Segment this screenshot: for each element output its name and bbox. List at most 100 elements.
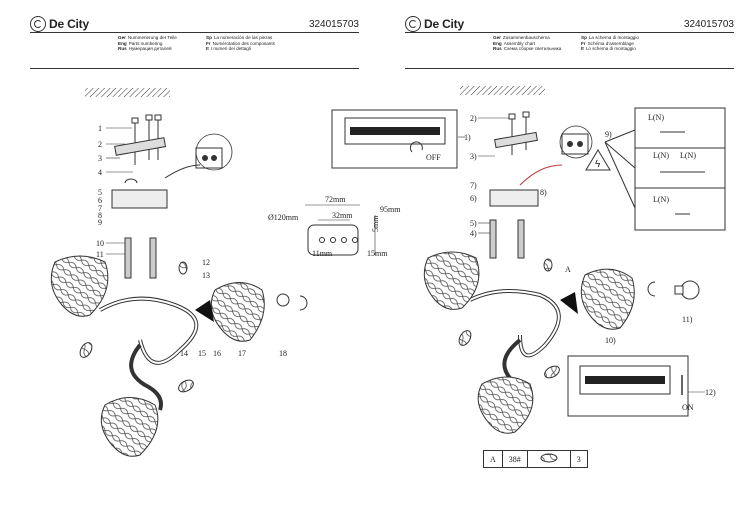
crystal-pendant bbox=[178, 379, 194, 393]
svg-text:6): 6) bbox=[470, 194, 477, 203]
rod-left bbox=[124, 237, 132, 279]
ring-nut bbox=[276, 293, 290, 307]
svg-text:L(N): L(N) bbox=[680, 151, 696, 160]
lamp-socket bbox=[195, 300, 214, 322]
table-cell-part: 38# bbox=[501, 450, 528, 468]
svg-text:2): 2) bbox=[470, 114, 477, 123]
leader-lines bbox=[106, 127, 133, 255]
svg-text:32mm: 32mm bbox=[332, 211, 353, 220]
accessory-table: A 38# 3 bbox=[483, 450, 588, 468]
svg-text:L(N): L(N) bbox=[648, 113, 664, 122]
ceiling-hatch bbox=[85, 88, 170, 97]
terminal-block bbox=[195, 133, 233, 171]
svg-text:16: 16 bbox=[213, 349, 221, 358]
brand-logo: De City bbox=[30, 16, 89, 32]
switch-detail-on: ON bbox=[567, 355, 694, 417]
svg-text:ϟ: ϟ bbox=[595, 159, 601, 170]
lamp-socket bbox=[560, 292, 578, 314]
svg-text:12): 12) bbox=[705, 388, 716, 397]
svg-text:8: 8 bbox=[98, 211, 102, 220]
part-labels: 1 2 3 4 5 6 7 8 9 10 11 12 13 14 15 16 1… bbox=[96, 124, 287, 358]
legend-divider bbox=[405, 68, 734, 69]
header-divider bbox=[30, 32, 359, 33]
power-wire bbox=[164, 164, 201, 179]
svg-text:5mm: 5mm bbox=[371, 215, 380, 232]
svg-text:3): 3) bbox=[470, 152, 477, 161]
terminal-block bbox=[559, 125, 593, 159]
crystal-pendant bbox=[543, 258, 553, 272]
shade-right bbox=[580, 268, 635, 330]
mounting-dimensions: 72mm 32mm 95mm Ø120mm 11mm 15mm 5mm bbox=[268, 195, 401, 258]
svg-text:A: A bbox=[565, 265, 571, 274]
svg-text:7): 7) bbox=[470, 181, 477, 190]
svg-text:8): 8) bbox=[540, 188, 547, 197]
mounting-plate bbox=[494, 131, 538, 149]
shade-top-left bbox=[423, 251, 480, 310]
canopy bbox=[111, 189, 168, 209]
svg-text:OFF: OFF bbox=[426, 153, 441, 162]
step-labels: 2) 3) 4) 5) 6) 7) 8) 9) 10) 11) 12) A bbox=[470, 114, 716, 397]
rod-right bbox=[517, 219, 525, 259]
canopy bbox=[489, 189, 539, 207]
table-cell-marker: A bbox=[483, 450, 503, 468]
svg-text:4): 4) bbox=[470, 229, 477, 238]
svg-text:10: 10 bbox=[96, 239, 104, 248]
svg-text:1): 1) bbox=[464, 133, 471, 142]
brand-logo-icon bbox=[30, 16, 46, 32]
rotate-arrow-icon bbox=[299, 295, 308, 311]
mounting-plate bbox=[114, 137, 167, 156]
crystal-pendant bbox=[79, 342, 93, 358]
svg-text:18: 18 bbox=[279, 349, 287, 358]
svg-text:3: 3 bbox=[98, 154, 102, 163]
svg-text:9: 9 bbox=[98, 218, 102, 227]
rod-left bbox=[489, 219, 497, 259]
svg-text:15mm: 15mm bbox=[367, 249, 388, 258]
shade-bottom bbox=[477, 376, 534, 434]
electric-warning-icon bbox=[585, 149, 611, 171]
svg-text:Ø120mm: Ø120mm bbox=[268, 213, 299, 222]
switch-detail-off: OFF bbox=[331, 109, 458, 169]
svg-text:4: 4 bbox=[98, 168, 102, 177]
svg-text:12: 12 bbox=[202, 258, 210, 267]
shade-right bbox=[210, 282, 265, 342]
header-divider bbox=[405, 32, 734, 33]
wiring-options-panel: ϟ L(N) L(N) L(N) L(N) bbox=[585, 107, 726, 231]
svg-text:13: 13 bbox=[202, 271, 210, 280]
svg-text:95mm: 95mm bbox=[380, 205, 401, 214]
table-cell-crystal-icon bbox=[526, 450, 571, 468]
svg-text:15: 15 bbox=[198, 349, 206, 358]
svg-text:5): 5) bbox=[470, 219, 477, 228]
svg-text:7: 7 bbox=[98, 204, 102, 213]
brand-logo-icon bbox=[405, 16, 421, 32]
ceiling-hatch bbox=[460, 86, 545, 95]
svg-text:72mm: 72mm bbox=[325, 195, 346, 204]
shade-top-left bbox=[50, 255, 109, 317]
table-cell-quantity: 3 bbox=[569, 450, 588, 468]
svg-text:17: 17 bbox=[238, 349, 246, 358]
crystal-pendant bbox=[178, 261, 188, 275]
svg-text:L(N): L(N) bbox=[653, 151, 669, 160]
power-wire bbox=[519, 164, 563, 186]
svg-text:11: 11 bbox=[96, 250, 104, 259]
svg-text:10): 10) bbox=[605, 336, 616, 345]
product-code: 324015703 bbox=[683, 19, 734, 30]
shade-bottom bbox=[100, 397, 159, 457]
leader-lines bbox=[458, 117, 705, 393]
legend-divider bbox=[30, 68, 359, 69]
product-code: 324015703 bbox=[308, 19, 359, 30]
svg-text:L(N): L(N) bbox=[653, 195, 669, 204]
light-bulb-icon bbox=[647, 280, 700, 300]
svg-text:6: 6 bbox=[98, 196, 102, 205]
mounting-screws bbox=[508, 111, 530, 155]
svg-text:5: 5 bbox=[98, 188, 102, 197]
svg-text:11mm: 11mm bbox=[312, 249, 333, 258]
crystal-pendant bbox=[458, 330, 472, 346]
brand-logo: De City bbox=[405, 16, 464, 32]
svg-text:11): 11) bbox=[682, 315, 693, 324]
crystal-pendant bbox=[544, 365, 560, 379]
